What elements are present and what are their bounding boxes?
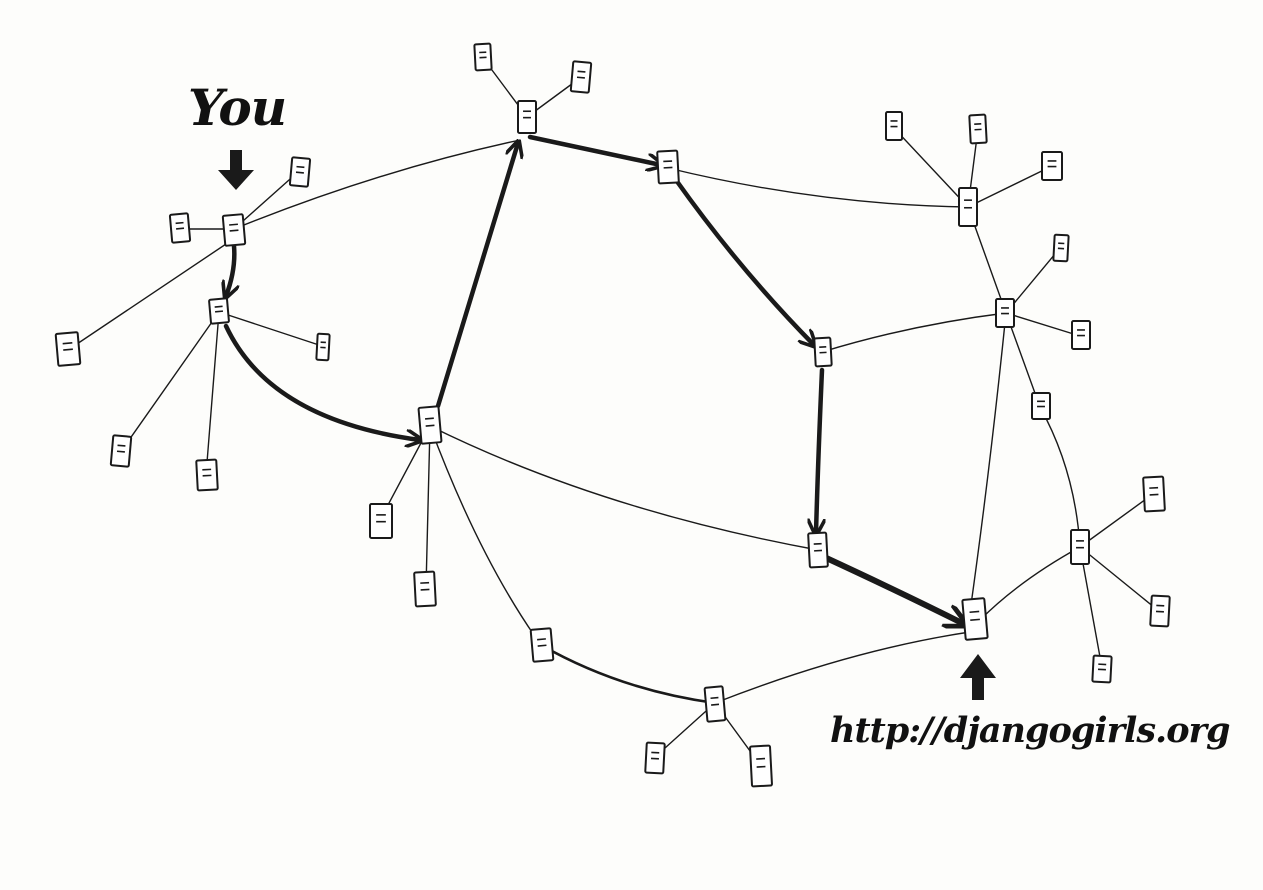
server-document-icon xyxy=(969,115,986,144)
server-document-icon xyxy=(56,332,81,366)
server-document-icon xyxy=(645,743,665,774)
route-path xyxy=(226,137,964,624)
server-document-icon xyxy=(531,628,554,662)
server-document-icon xyxy=(170,213,190,242)
server-document-icon xyxy=(196,459,218,490)
server-document-icon xyxy=(571,61,592,92)
server-document-icon xyxy=(316,334,329,361)
destination-url-label: http://djangogirls.org xyxy=(830,710,1229,751)
server-document-icon xyxy=(886,112,902,140)
server-document-icon xyxy=(1072,321,1090,349)
server-document-icon xyxy=(1053,235,1068,262)
server-document-icon xyxy=(370,504,392,538)
server-document-icon xyxy=(750,746,772,787)
server-document-icon xyxy=(111,435,132,466)
server-document-icon xyxy=(1071,530,1089,564)
server-document-icon xyxy=(414,571,436,606)
server-document-icon xyxy=(1150,596,1170,627)
server-document-icon xyxy=(290,157,310,186)
server-document-icon xyxy=(1143,476,1165,511)
server-document-icon xyxy=(518,101,536,133)
server-document-icon xyxy=(996,299,1014,327)
server-document-icon xyxy=(808,533,828,568)
server-document-icon xyxy=(1032,393,1050,419)
server-document-icon xyxy=(418,406,441,444)
server-document-icon xyxy=(474,44,491,71)
server-document-icon xyxy=(959,188,977,226)
server-document-icon xyxy=(814,338,831,367)
you-label: You xyxy=(188,78,286,137)
server-document-icon xyxy=(1092,656,1111,683)
server-document-icon xyxy=(962,598,987,640)
arrow-down-icon xyxy=(218,150,254,190)
server-document-icon xyxy=(223,214,246,246)
server-document-icon xyxy=(657,150,679,183)
server-document-icon xyxy=(705,686,726,721)
arrow-up-icon xyxy=(960,654,996,700)
server-document-icon xyxy=(1042,152,1062,180)
server-document-icon xyxy=(209,298,229,323)
